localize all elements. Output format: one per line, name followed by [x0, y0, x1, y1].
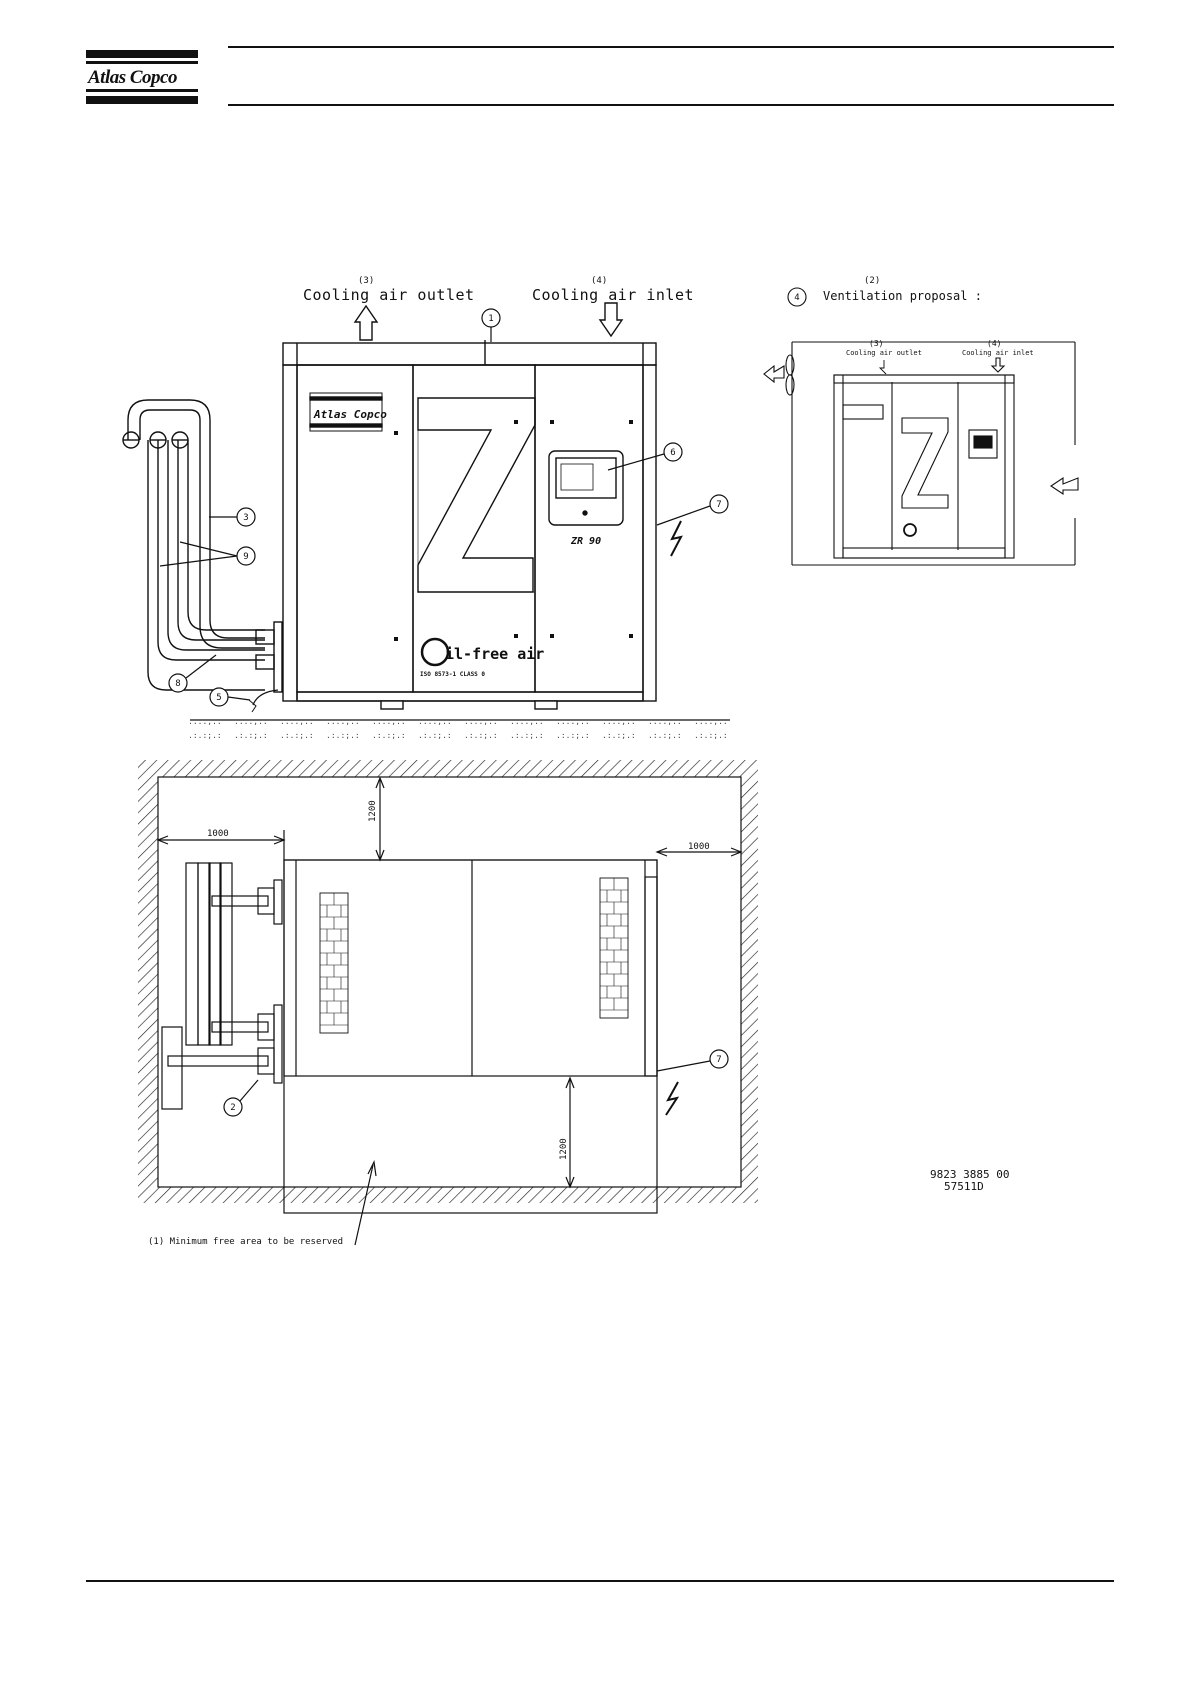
- ventilation-view: [764, 288, 1078, 565]
- free-area-note: (1) Minimum free area to be reserved: [148, 1237, 343, 1247]
- callout-5: 5: [216, 693, 221, 703]
- right-panel: [535, 365, 643, 692]
- oil-free-label: il-free air: [445, 645, 544, 663]
- top-frame: [283, 343, 656, 365]
- doc-ref-line2: 57511D: [944, 1180, 984, 1193]
- dim-bottom: 1200: [559, 1138, 569, 1160]
- outlet-arrow: [355, 306, 377, 340]
- ventilation-circle-number: 4: [794, 293, 799, 303]
- dimension-labels: 1200 1000 1000 1200: [207, 800, 710, 1160]
- inlet-arrow: [600, 303, 622, 336]
- callout-1: 1: [488, 314, 493, 324]
- center-panel: [413, 365, 535, 692]
- outlet-number: (3): [358, 276, 374, 286]
- z-logo: [418, 398, 535, 592]
- front-texts: Atlas Copco ZR 90 il-free air ISO 8573-1…: [313, 408, 601, 678]
- panel-logo: Atlas Copco: [313, 408, 387, 421]
- inlet-label: Cooling air inlet: [532, 286, 694, 304]
- plan-view: [138, 760, 758, 1245]
- callout-7: 7: [716, 500, 721, 510]
- dim-left: 1000: [207, 829, 229, 839]
- oil-free-sub: ISO 8573-1 CLASS 0: [420, 671, 485, 678]
- vent-outlet-label: Cooling air outlet: [846, 349, 922, 357]
- outlet-label: Cooling air outlet: [303, 286, 475, 304]
- vent-inlet-number: (4): [987, 339, 1001, 348]
- ventilation-title: Ventilation proposal :: [823, 289, 982, 303]
- dim-top: 1200: [368, 800, 378, 822]
- cooling-pipes: [128, 400, 265, 690]
- plan-callouts: [224, 1050, 728, 1116]
- ventilation-number: (2): [864, 276, 880, 286]
- vent-outlet-number: (3): [869, 339, 883, 348]
- dim-right: 1000: [688, 842, 710, 852]
- callout-8: 8: [175, 679, 180, 689]
- vent-inlet-label: Cooling air inlet: [962, 349, 1034, 357]
- callout-6: 6: [670, 448, 675, 458]
- callout-7-plan: 7: [716, 1055, 721, 1065]
- callout-9: 9: [243, 552, 248, 562]
- machine-footprint: [284, 860, 657, 1213]
- grille-pattern: [320, 878, 628, 1025]
- model-label: ZR 90: [570, 536, 601, 547]
- inlet-number: (4): [591, 276, 607, 286]
- callout-2: 2: [230, 1103, 235, 1113]
- callout-3: 3: [243, 513, 248, 523]
